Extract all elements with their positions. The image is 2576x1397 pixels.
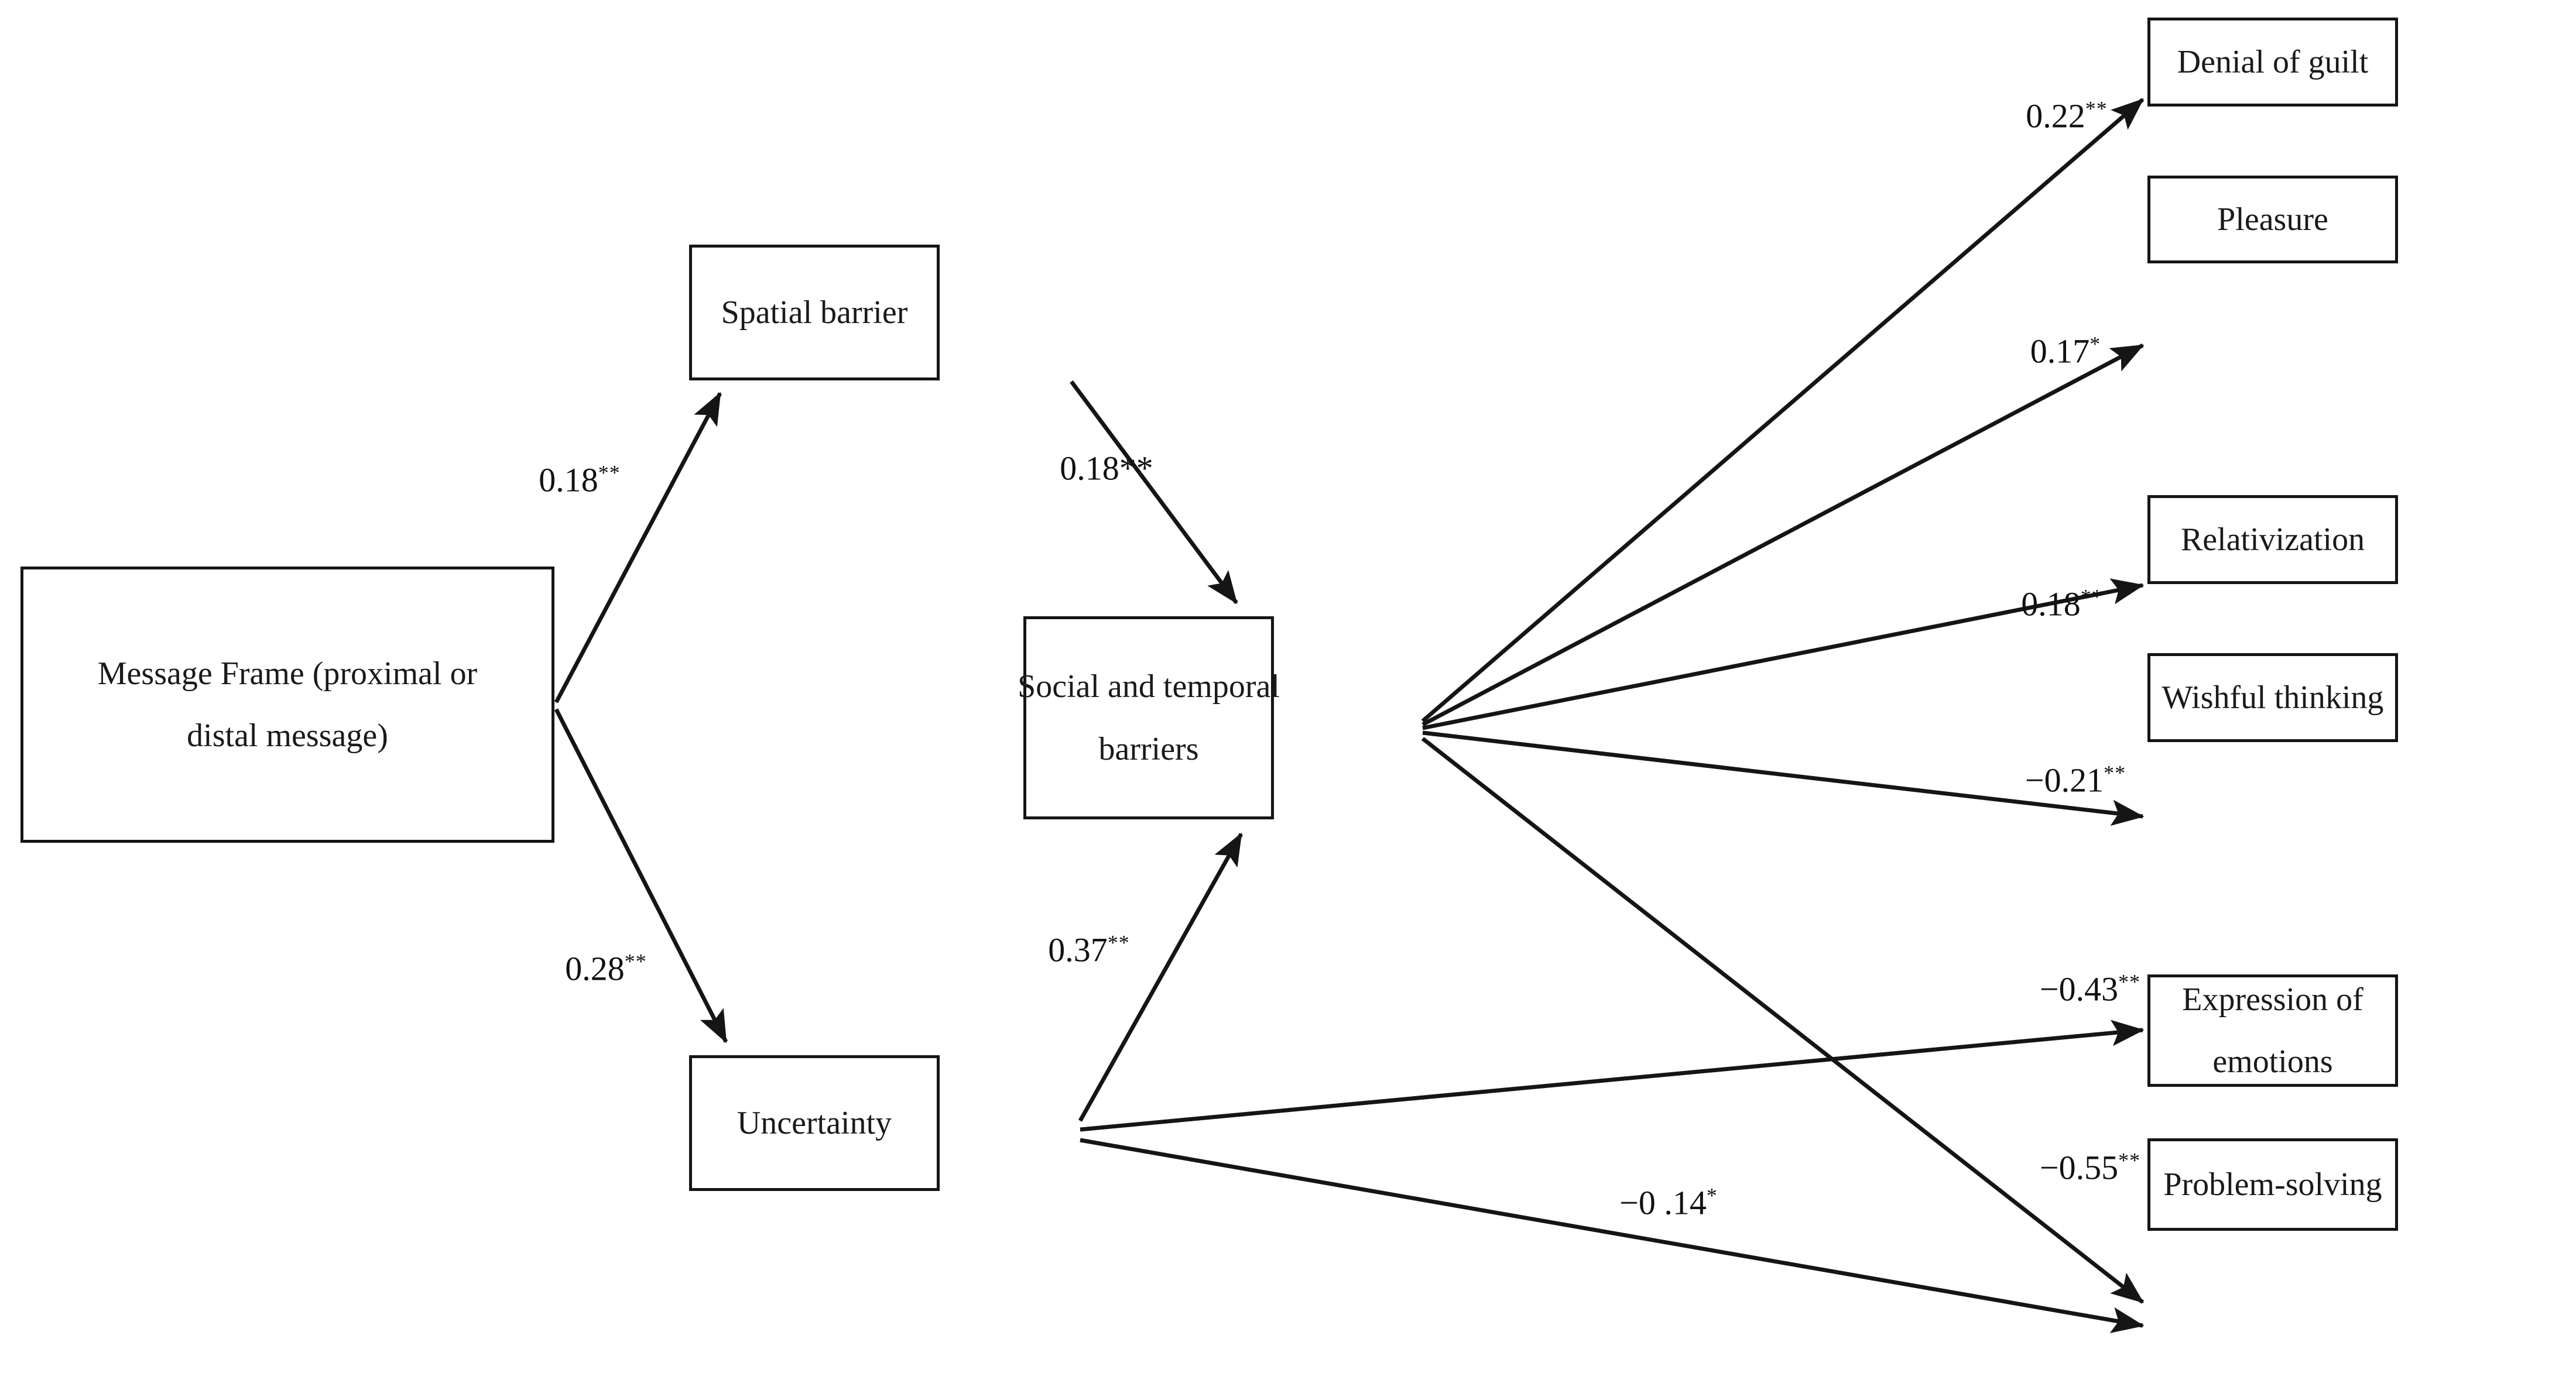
node-relativization[interactable]: Relativization bbox=[2147, 495, 2398, 584]
node-label-line: Message Frame (proximal or bbox=[97, 655, 478, 692]
node-expression-of-emotions[interactable]: Expression of emotions bbox=[2147, 974, 2398, 1087]
path-coefficient: 0.18 bbox=[539, 461, 598, 499]
significance-stars: ** bbox=[2118, 970, 2141, 994]
significance-stars: * bbox=[2089, 332, 2101, 356]
node-label-line: distal message) bbox=[187, 718, 388, 754]
path-label-uncertainty-to-problem-solving: −0 .14* bbox=[1619, 1183, 1718, 1222]
node-label-line: Spatial barrier bbox=[721, 294, 908, 331]
significance-stars: ** bbox=[2118, 1148, 2141, 1172]
path-coefficient: −0.55 bbox=[2039, 1148, 2119, 1187]
edge-social-temporal-to-problem-solving bbox=[1421, 737, 2145, 1304]
path-label-uncertainty-to-social-temporal: 0.37** bbox=[1048, 930, 1129, 969]
edge-uncertainty-to-social-temporal bbox=[1078, 832, 1244, 1122]
path-label-uncertainty-to-expression-of-emotions: −0.43** bbox=[2040, 969, 2140, 1008]
significance-stars: * bbox=[1706, 1183, 1718, 1207]
node-pleasure[interactable]: Pleasure bbox=[2147, 176, 2398, 263]
node-label-line: Wishful thinking bbox=[2161, 679, 2384, 716]
path-label-message-frame-to-spatial-barrier: 0.18** bbox=[539, 460, 620, 499]
significance-stars: ** bbox=[624, 949, 647, 973]
node-label-line: Denial of guilt bbox=[2177, 43, 2369, 80]
node-wishful-thinking[interactable]: Wishful thinking bbox=[2147, 653, 2398, 742]
node-label-line: emotions bbox=[2212, 1044, 2333, 1080]
significance-stars: ** bbox=[1107, 931, 1130, 955]
path-label-social-temporal-to-wishful-thinking: −0.21** bbox=[2025, 760, 2126, 799]
node-problem-solving[interactable]: Problem-solving bbox=[2147, 1138, 2398, 1231]
node-message-frame[interactable]: Message Frame (proximal or distal messag… bbox=[20, 567, 554, 843]
node-label-line: Problem-solving bbox=[2163, 1166, 2382, 1203]
path-coefficient: 0.37 bbox=[1048, 931, 1108, 969]
path-label-social-temporal-to-problem-solving: −0.55** bbox=[2040, 1148, 2140, 1187]
path-label-message-frame-to-uncertainty: 0.28** bbox=[565, 949, 646, 988]
node-social-and-temporal-barriers[interactable]: Social and temporal barriers bbox=[1018, 616, 1280, 819]
significance-stars: ** bbox=[598, 461, 621, 485]
edge-message-frame-to-uncertainty bbox=[554, 708, 728, 1044]
path-coefficient: 0.18 bbox=[2021, 585, 2081, 623]
path-label-social-temporal-to-denial-of-guilt: 0.22** bbox=[2026, 96, 2107, 135]
node-spatial-barrier[interactable]: Spatial barrier bbox=[689, 245, 940, 380]
node-label-line: Relativization bbox=[2180, 521, 2365, 558]
edge-social-temporal-to-denial-of-guilt bbox=[1421, 98, 2145, 723]
path-label-social-temporal-to-pleasure: 0.17* bbox=[2030, 331, 2101, 370]
path-coefficient: 0.17 bbox=[2030, 332, 2090, 370]
path-coefficient: 0.18 bbox=[1060, 449, 1119, 488]
edge-message-frame-to-spatial-barrier bbox=[554, 392, 722, 703]
edge-uncertainty-to-expression-of-emotions bbox=[1080, 1020, 2145, 1132]
significance-stars: ** bbox=[2104, 761, 2126, 785]
node-label-line: Uncertainty bbox=[737, 1104, 892, 1141]
path-label-social-temporal-to-relativization: 0.18** bbox=[2021, 584, 2102, 623]
node-label-line: Pleasure bbox=[2217, 201, 2328, 238]
edge-spatial-barrier-to-social-temporal bbox=[1070, 380, 1238, 605]
edge-uncertainty-to-problem-solving bbox=[1080, 1138, 2145, 1333]
significance-stars: ** bbox=[2085, 97, 2108, 121]
edge-social-temporal-to-wishful-thinking bbox=[1422, 730, 2145, 826]
path-coefficient: −0.21 bbox=[2025, 761, 2104, 799]
edge-social-temporal-to-relativization bbox=[1422, 578, 2145, 730]
path-coefficient: −0.43 bbox=[2039, 970, 2119, 1008]
edge-social-temporal-to-pleasure bbox=[1421, 343, 2145, 727]
node-label-line: Expression of bbox=[2182, 981, 2363, 1018]
path-coefficient: 0.22 bbox=[2026, 97, 2085, 135]
node-label-line: Social and temporal bbox=[1018, 668, 1280, 705]
node-label-line: barriers bbox=[1098, 730, 1199, 767]
node-denial-of-guilt[interactable]: Denial of guilt bbox=[2147, 18, 2398, 107]
node-uncertainty[interactable]: Uncertainty bbox=[689, 1055, 940, 1191]
significance-stars: ** bbox=[1119, 449, 1153, 488]
path-label-spatial-barrier-to-social-temporal: 0.18** bbox=[1060, 449, 1153, 488]
significance-stars: ** bbox=[2080, 585, 2103, 609]
path-coefficient: −0 .14 bbox=[1619, 1183, 1707, 1222]
path-coefficient: 0.28 bbox=[565, 949, 625, 988]
